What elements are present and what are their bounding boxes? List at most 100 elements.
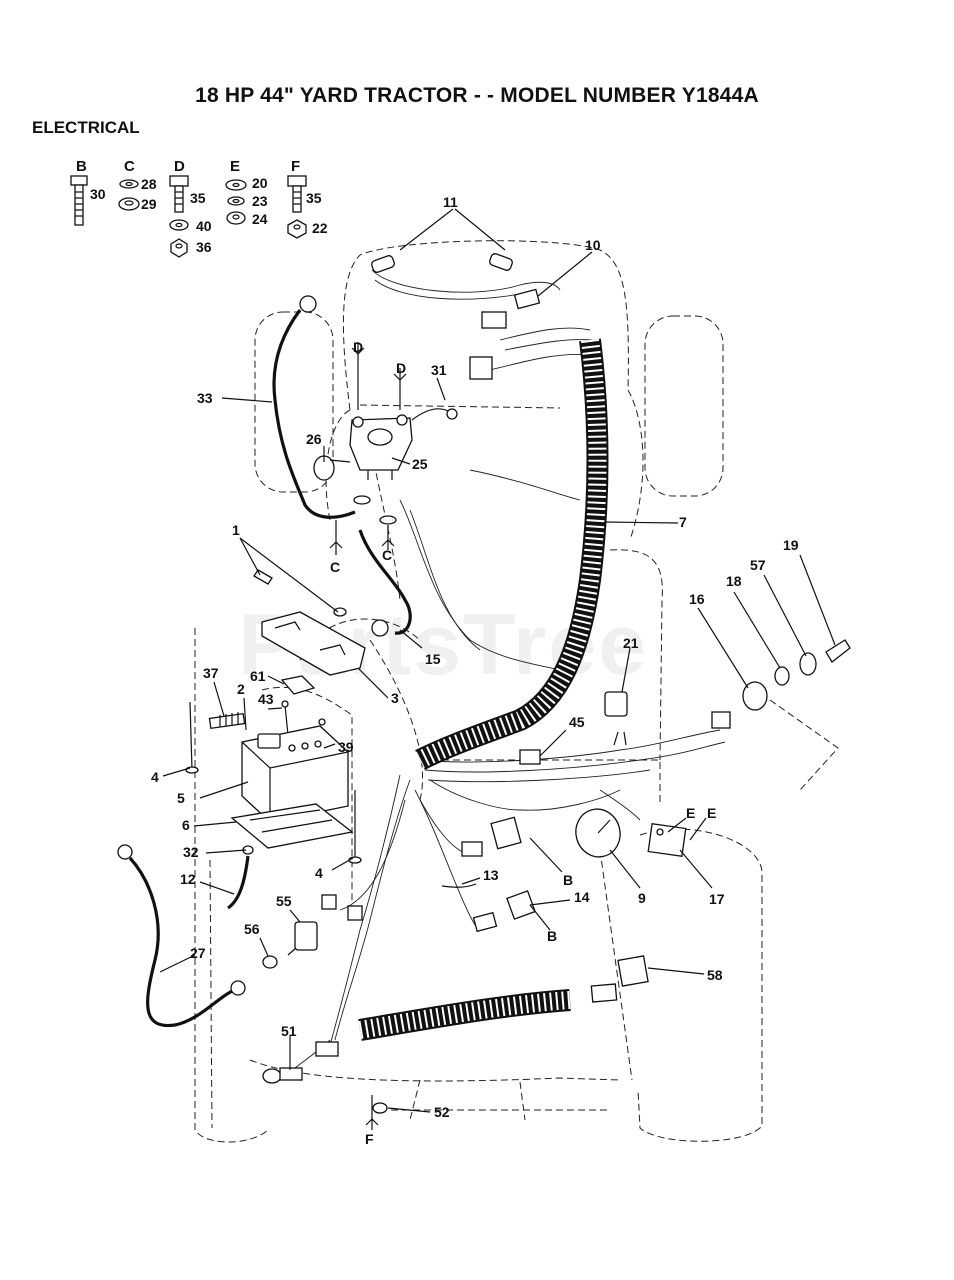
hardware-key: B C D E F 30 28 29 35 40 36 20 23 xyxy=(70,158,328,258)
bezel-57 xyxy=(799,652,817,676)
callout-12: 12 xyxy=(180,871,196,887)
callout-21: 21 xyxy=(623,635,639,651)
callout-17: 17 xyxy=(709,891,725,907)
hardware-ref-e: E xyxy=(686,805,695,821)
callout-3: 3 xyxy=(391,690,399,706)
hardware-part-23: 23 xyxy=(252,193,268,209)
clip-1 xyxy=(253,569,347,617)
washer-icon xyxy=(225,179,247,191)
battery-tray-6 xyxy=(230,803,354,849)
ground-terminal-51 xyxy=(262,1067,303,1084)
callout-58: 58 xyxy=(707,967,723,983)
hardware-ref-c: C xyxy=(330,559,340,575)
callout-52: 52 xyxy=(434,1104,450,1120)
leader-lines xyxy=(159,208,836,1113)
callout-labels: 11 10 33 26 31 25 7 1 15 3 61 37 2 43 39… xyxy=(151,194,799,1120)
hardware-ref-d: D xyxy=(396,360,406,376)
hardware-ref-d: D xyxy=(353,339,363,355)
switch-14 xyxy=(472,890,536,933)
tractor-outline xyxy=(194,240,839,1143)
hold-down-rod-4 xyxy=(348,790,362,864)
callout-33: 33 xyxy=(197,390,213,406)
washer-icon xyxy=(169,219,189,231)
callout-37: 37 xyxy=(203,665,219,681)
switch xyxy=(461,816,522,857)
callout-11: 11 xyxy=(443,194,458,210)
hardware-key-letter-d: D xyxy=(174,158,185,175)
ignition-switch-16 xyxy=(711,681,768,729)
solenoid-25 xyxy=(349,414,413,480)
hardware-key-letter-c: C xyxy=(124,158,135,175)
headlight-bulb xyxy=(489,253,513,271)
hardware-ref-b: B xyxy=(547,928,557,944)
hardware-part-28: 28 xyxy=(141,176,157,192)
section-title: ELECTRICAL xyxy=(32,118,140,137)
callout-5: 5 xyxy=(177,790,185,806)
hardware-ref-e: E xyxy=(707,805,716,821)
hardware-ref-c: C xyxy=(382,547,392,563)
switch-58 xyxy=(617,955,649,987)
callout-4: 4 xyxy=(315,865,323,881)
switch-21 xyxy=(604,691,628,746)
hardware-part-29: 29 xyxy=(141,196,157,212)
switch-55 xyxy=(287,921,318,956)
callout-43: 43 xyxy=(258,691,274,707)
callout-9: 9 xyxy=(638,890,646,906)
ground-cable-27 xyxy=(117,844,246,1028)
nut-18 xyxy=(774,666,790,686)
hardware-part-20: 20 xyxy=(252,175,268,191)
hardware-part-35: 35 xyxy=(190,190,206,206)
nut-icon xyxy=(226,211,246,225)
key-19 xyxy=(825,639,851,663)
hardware-key-letter-f: F xyxy=(291,158,300,175)
callout-31: 31 xyxy=(431,362,447,378)
callout-32: 32 xyxy=(183,844,199,860)
hardware-part-40: 40 xyxy=(196,218,212,234)
cable-15 xyxy=(353,495,412,637)
callout-19: 19 xyxy=(783,537,799,553)
page-title: 18 HP 44" YARD TRACTOR - - MODEL NUMBER … xyxy=(195,84,759,107)
callout-51: 51 xyxy=(281,1023,297,1039)
lock-nut-icon xyxy=(170,238,188,258)
lock-washer-icon xyxy=(227,196,245,206)
callout-56: 56 xyxy=(244,921,260,937)
connector-10 xyxy=(513,288,541,310)
hardware-ref-f: F xyxy=(365,1131,374,1147)
battery-2 xyxy=(241,725,349,823)
wiring-harness xyxy=(294,269,726,1069)
callout-10: 10 xyxy=(585,237,601,253)
cable-33 xyxy=(272,295,356,519)
callout-26: 26 xyxy=(306,431,322,447)
connector-45 xyxy=(519,749,541,765)
hardware-part-35f: 35 xyxy=(306,190,322,206)
callout-14: 14 xyxy=(574,889,590,905)
callout-6: 6 xyxy=(182,817,190,833)
bracket-17 xyxy=(647,823,687,857)
callout-25: 25 xyxy=(412,456,428,472)
hardware-part-22: 22 xyxy=(312,220,328,236)
cable-12 xyxy=(226,845,254,910)
hold-down-rod-4 xyxy=(185,701,199,774)
callout-2: 2 xyxy=(237,681,245,697)
connector xyxy=(321,894,363,921)
bolt-icon xyxy=(70,175,88,226)
hardware-part-30: 30 xyxy=(90,186,106,202)
callout-13: 13 xyxy=(483,867,499,883)
nut-icon xyxy=(118,197,140,211)
bolt-43 xyxy=(281,700,289,736)
convoluted-loom-7 xyxy=(358,338,609,1041)
connector xyxy=(315,983,618,1057)
callout-45: 45 xyxy=(569,714,585,730)
callout-57: 57 xyxy=(750,557,766,573)
bolt-37 xyxy=(208,712,246,730)
callout-18: 18 xyxy=(726,573,742,589)
lock-nut-icon xyxy=(287,219,307,239)
hardware-key-letter-e: E xyxy=(230,158,240,175)
callout-55: 55 xyxy=(276,893,292,909)
callout-1: 1 xyxy=(232,522,240,538)
ground-strap-31 xyxy=(411,408,458,421)
hardware-key-letter-b: B xyxy=(76,158,87,175)
battery-holddown-3 xyxy=(261,611,366,676)
wire-13 xyxy=(441,883,477,888)
